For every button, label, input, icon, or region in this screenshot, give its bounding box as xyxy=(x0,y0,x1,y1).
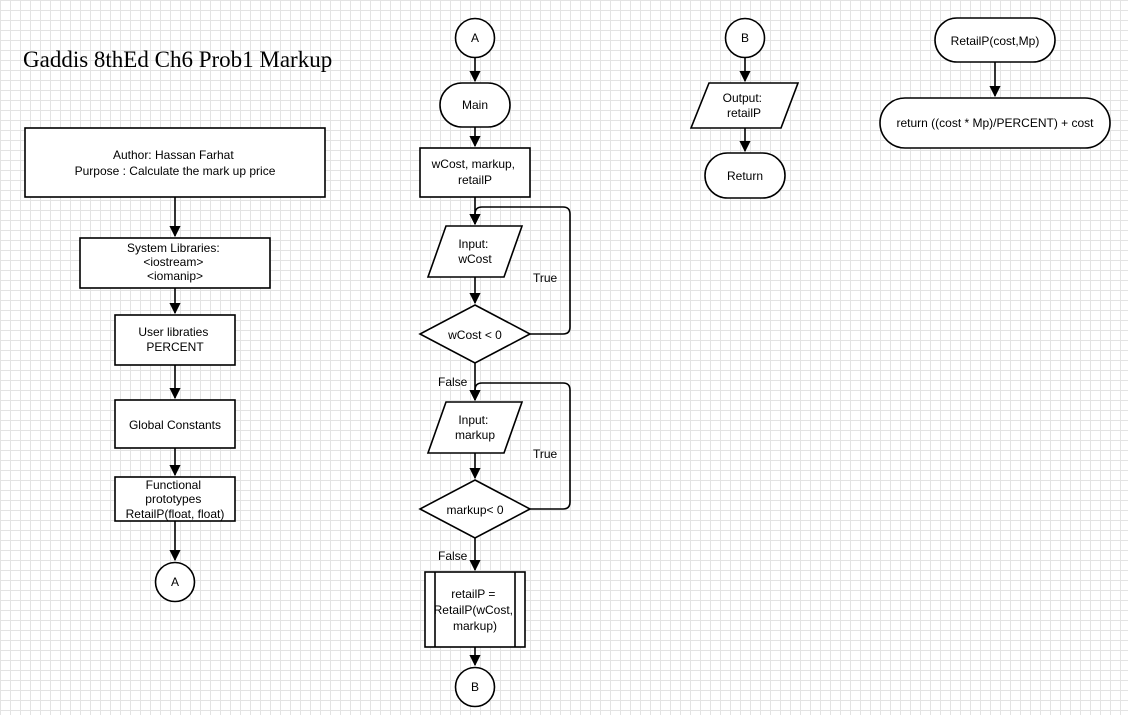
function-prototypes-label-2: prototypes xyxy=(145,492,201,506)
function-return-terminal: return ((cost * Mp)/PERCENT) + cost xyxy=(879,97,1111,149)
return-terminal-output: Return xyxy=(704,152,786,199)
decision-wcost: wCost < 0 xyxy=(418,304,532,364)
user-library-percent: PERCENT xyxy=(146,340,204,354)
function-prototype-retailp: RetailP(float, float) xyxy=(126,507,225,521)
process-retail-line-3: markup) xyxy=(453,619,497,633)
process-retail-text: retailP = RetailP(wCost, markup) xyxy=(434,587,517,633)
input-markup-text: Input: markup xyxy=(455,413,495,442)
connector-b-output-label: B xyxy=(741,31,749,45)
main-terminal-label: Main xyxy=(462,98,488,112)
header-author: Author: Hassan Farhat xyxy=(113,148,234,162)
header-purpose: Purpose : Calculate the mark up price xyxy=(75,164,276,178)
edge-label-false-wcost: False xyxy=(438,375,468,389)
connector-a-main-label: A xyxy=(471,31,479,45)
user-libraries-text: User libraties PERCENT xyxy=(138,325,211,354)
decision-markup-label: markup< 0 xyxy=(446,503,503,517)
connector-a-left: A xyxy=(154,561,196,603)
edge-label-false-markup: False xyxy=(438,549,468,563)
function-terminal: RetailP(cost,Mp) xyxy=(934,17,1056,63)
output-variable: retailP xyxy=(727,106,761,120)
input-wcost-label: Input: xyxy=(458,237,488,251)
system-libraries-text: System Libraries: <iostream> <iomanip> xyxy=(127,241,223,283)
global-constants-text: Global Constants xyxy=(129,418,221,432)
user-libraries-box: User libraties PERCENT xyxy=(114,314,236,366)
system-library-iostream: <iostream> xyxy=(143,255,203,269)
decision-wcost-label: wCost < 0 xyxy=(447,328,502,342)
edge-label-true-markup: True xyxy=(533,447,558,461)
input-markup-box: Input: markup xyxy=(426,401,524,454)
system-libraries-label: System Libraries: xyxy=(127,241,220,255)
input-wcost-box: Input: wCost xyxy=(426,225,524,278)
connector-b-main-label: B xyxy=(471,680,479,694)
edge-label-true-wcost: True xyxy=(533,271,558,285)
function-prototypes-text: Functional prototypes RetailP(float, flo… xyxy=(126,478,225,521)
return-terminal-output-label: Return xyxy=(727,169,763,183)
output-retailp-text: Output: retailP xyxy=(723,91,766,120)
input-wcost-text: Input: wCost xyxy=(457,237,492,266)
system-libraries-box: System Libraries: <iostream> <iomanip> xyxy=(79,237,271,289)
function-prototypes-label-1: Functional xyxy=(146,478,201,492)
function-return-label: return ((cost * Mp)/PERCENT) + cost xyxy=(896,116,1094,130)
process-retail-line-2: RetailP(wCost, xyxy=(434,603,513,617)
variables-box: wCost, markup, retailP xyxy=(419,147,531,198)
connector-a-main: A xyxy=(454,17,496,59)
header-box: Author: Hassan Farhat Purpose : Calculat… xyxy=(24,127,326,198)
process-retail-box: retailP = RetailP(wCost, markup) xyxy=(424,571,526,648)
connector-b-main: B xyxy=(454,666,496,708)
function-terminal-label: RetailP(cost,Mp) xyxy=(951,34,1040,48)
header-box-text: Author: Hassan Farhat Purpose : Calculat… xyxy=(75,148,276,178)
main-terminal: Main xyxy=(439,82,511,128)
function-prototypes-box: Functional prototypes RetailP(float, flo… xyxy=(114,476,236,522)
output-retailp-box: Output: retailP xyxy=(689,82,800,129)
input-wcost-variable: wCost xyxy=(457,252,492,266)
connector-b-output: B xyxy=(724,17,766,59)
edge-markup-true-loop xyxy=(469,382,571,510)
global-constants-box: Global Constants xyxy=(114,399,236,449)
process-retail-line-1: retailP = xyxy=(451,587,495,601)
edge-wcost-true-loop xyxy=(469,206,571,335)
variables-line-1: wCost, markup, xyxy=(431,157,515,171)
user-libraries-label: User libraties xyxy=(138,325,208,339)
output-label: Output: xyxy=(723,91,762,105)
variables-line-2: retailP xyxy=(458,173,492,187)
input-markup-label: Input: xyxy=(458,413,488,427)
system-library-iomanip: <iomanip> xyxy=(147,269,203,283)
input-markup-variable: markup xyxy=(455,428,495,442)
main-column-edges xyxy=(469,58,571,667)
variables-text: wCost, markup, retailP xyxy=(431,157,519,187)
decision-markup: markup< 0 xyxy=(418,479,532,539)
global-constants-label: Global Constants xyxy=(129,418,221,432)
connector-a-left-label: A xyxy=(171,575,179,589)
diagram-title: Gaddis 8thEd Ch6 Prob1 Markup xyxy=(23,47,332,72)
